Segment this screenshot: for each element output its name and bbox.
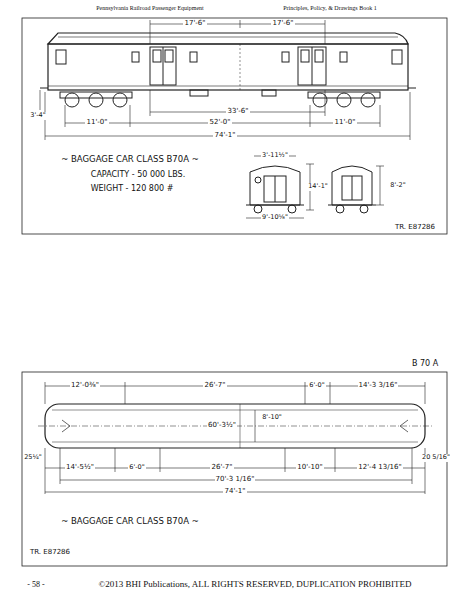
dimension: 14'-1" (307, 183, 329, 190)
end-views (246, 166, 376, 213)
dimension: 26'-7" (203, 382, 226, 390)
drawing-title: ~ BAGGAGE CAR CLASS B70A ~ (60, 517, 200, 526)
dimension: 12'-4 13/16" (357, 464, 402, 472)
copyright-notice: ©2013 BHI Publications, ALL RIGHTS RESER… (97, 580, 412, 590)
dimension: 70'-3 1/16" (215, 476, 256, 484)
dimension: 11'-0" (333, 119, 356, 127)
dimension: 10'-10" (296, 464, 323, 472)
tracing-number: TR. E87286 (29, 549, 71, 557)
dimension: 60'-3½" (207, 422, 237, 430)
dimension: 52'-0" (208, 119, 231, 127)
side-elevation (40, 33, 416, 107)
dimension-lines (40, 20, 410, 140)
end-view-dimensions (246, 156, 384, 218)
capacity-note: CAPACITY - 50 000 LBS. (90, 171, 186, 180)
dimension: 9'-10⅝" (261, 214, 289, 221)
plan-dimensions (45, 382, 425, 494)
page-header: Pennsylvania Railroad Passenger Equipmen… (95, 5, 204, 12)
class-mark: B 70 A (411, 360, 439, 369)
dimension: 12'-0⅜" (70, 382, 100, 390)
drawing-title: ~ BAGGAGE CAR CLASS B70A ~ (60, 155, 200, 164)
dimension: 3'-4" (29, 112, 46, 119)
dimension: 14'-3 3/16" (358, 382, 399, 390)
dimension: 74'-1" (213, 132, 236, 140)
dimension: 8'-2" (389, 182, 406, 189)
dimension: 74'-1" (223, 488, 246, 496)
dimension: 17'-6" (183, 20, 206, 28)
dimension: 26'-7" (210, 464, 233, 472)
dimension: 14'-5½" (65, 464, 95, 472)
frames (22, 18, 447, 566)
dimension: 11'-0" (85, 119, 108, 127)
plan-view (38, 404, 432, 448)
page-number: - 58 - (26, 581, 45, 590)
page-header: Principles, Policy, & Drawings Book 1 (282, 5, 377, 12)
dimension: 25¼" (23, 454, 43, 461)
dimension: 6'-0" (308, 382, 325, 389)
tracing-number: TR. E87286 (394, 224, 436, 232)
dimension: 33'-6" (226, 108, 249, 116)
weight-note: WEIGHT - 120 800 # (90, 185, 175, 194)
dimension: 8'-10" (261, 414, 283, 421)
dimension: 6'-0" (128, 464, 145, 471)
dimension: 20 5/16" (421, 454, 451, 461)
dimension: 17'-6" (271, 20, 294, 28)
dimension: 3'-11½" (261, 152, 289, 159)
